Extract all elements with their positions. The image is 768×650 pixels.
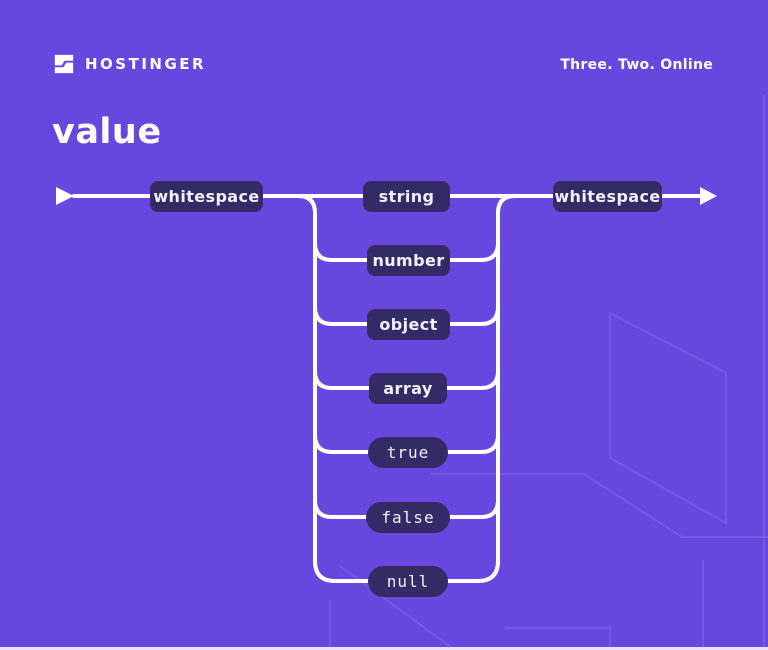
left-branch-true (313, 433, 372, 454)
right-branch-true (444, 433, 500, 454)
brand-tagline: Three. Two. Online (560, 57, 713, 73)
left-branch-array (313, 369, 373, 390)
diagram-node-true: true (368, 437, 448, 468)
diagram-node-object: object (367, 309, 450, 340)
brand-name: HOSTINGER (85, 55, 207, 73)
hostinger-logo: HOSTINGER (53, 52, 206, 76)
exit-arrow-icon (700, 187, 717, 205)
page-title: value (52, 112, 162, 152)
left-branch-number (313, 241, 371, 262)
hostinger-h-icon (54, 54, 74, 74)
left-rail (296, 194, 372, 583)
diagram-node-false: false (366, 502, 450, 533)
entry-arrow-icon (56, 187, 74, 205)
bottom-edge-strip (0, 647, 768, 650)
diagram-node-null: null (368, 566, 448, 597)
left-branch-object (313, 305, 371, 326)
left-branch-false (313, 498, 370, 519)
diagram-node-whitespace-end: whitespace (553, 181, 662, 212)
right-branch-false (446, 498, 500, 519)
diagram-node-whitespace-start: whitespace (150, 181, 263, 212)
right-branch-number (445, 241, 500, 262)
right-rail (444, 194, 517, 583)
right-branch-array (443, 369, 500, 390)
diagram-node-number: number (367, 245, 450, 276)
right-branch-object (445, 305, 500, 326)
diagram-node-array: array (369, 373, 447, 404)
header: HOSTINGER Three. Two. Online (53, 52, 713, 84)
diagram-node-string: string (363, 181, 450, 212)
